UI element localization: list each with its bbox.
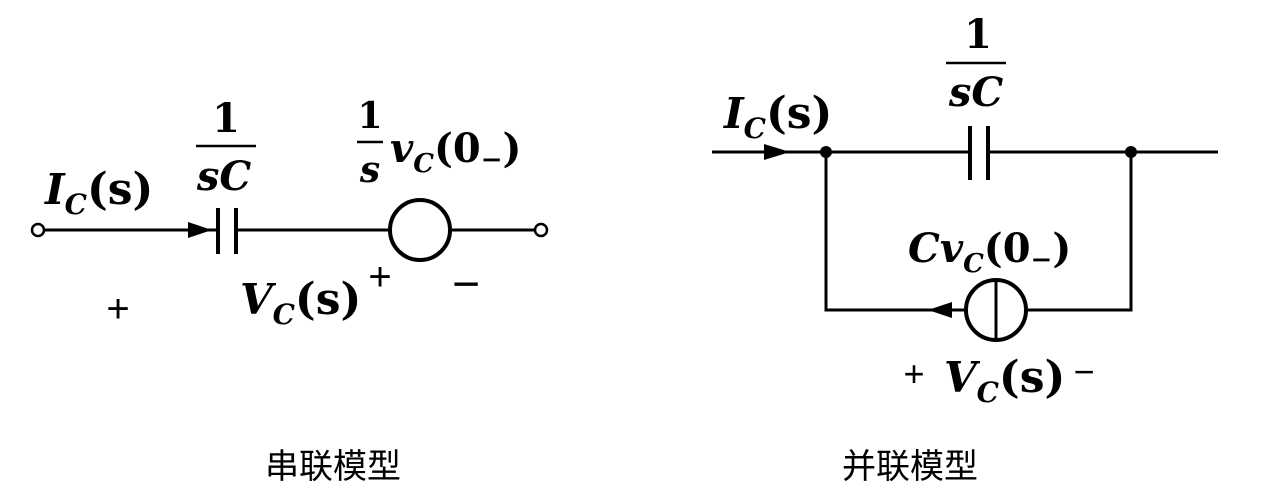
parallel-impedance-denominator: sC <box>948 69 1004 116</box>
parallel-port-plus: + <box>903 353 924 394</box>
source-current-arrow <box>928 302 952 318</box>
lower-branch-right-wire <box>1026 152 1133 312</box>
series-current-label: IC(s) <box>44 164 153 221</box>
series-impedance-numerator: 1 <box>212 95 240 142</box>
lower-branch-left-wire <box>824 152 966 312</box>
series-source-coef-denominator: s <box>359 149 380 191</box>
series-source-label: vC(0−) <box>390 125 521 179</box>
left-terminal <box>30 222 46 238</box>
parallel-port-minus: − <box>1073 351 1094 392</box>
series-impedance-denominator: sC <box>196 153 252 200</box>
right-terminal <box>533 222 549 238</box>
parallel-current-arrow <box>764 144 790 160</box>
current-arrow <box>188 222 212 238</box>
series-source-plus: + <box>368 255 391 299</box>
parallel-source-label: CvC(0−) <box>908 225 1071 279</box>
series-voltage-label: VC(s) <box>240 274 361 331</box>
parallel-impedance-numerator: 1 <box>964 11 992 58</box>
series-model: IC(s) 1 sC 1 s vC(0−) + − + VC(s) 串联模型 <box>30 95 549 487</box>
parallel-voltage-label: VC(s) <box>944 352 1065 409</box>
parallel-current-label: IC(s) <box>723 88 832 145</box>
parallel-model: IC(s) 1 sC CvC(0−) + VC(s) − 并联模型 <box>712 11 1218 487</box>
series-model-caption: 串联模型 <box>265 447 401 487</box>
series-port-plus: + <box>106 287 129 331</box>
parallel-model-caption: 并联模型 <box>842 447 978 487</box>
series-source-minus: − <box>452 258 480 311</box>
voltage-source <box>388 198 452 262</box>
series-source-coef-numerator: 1 <box>357 95 382 137</box>
